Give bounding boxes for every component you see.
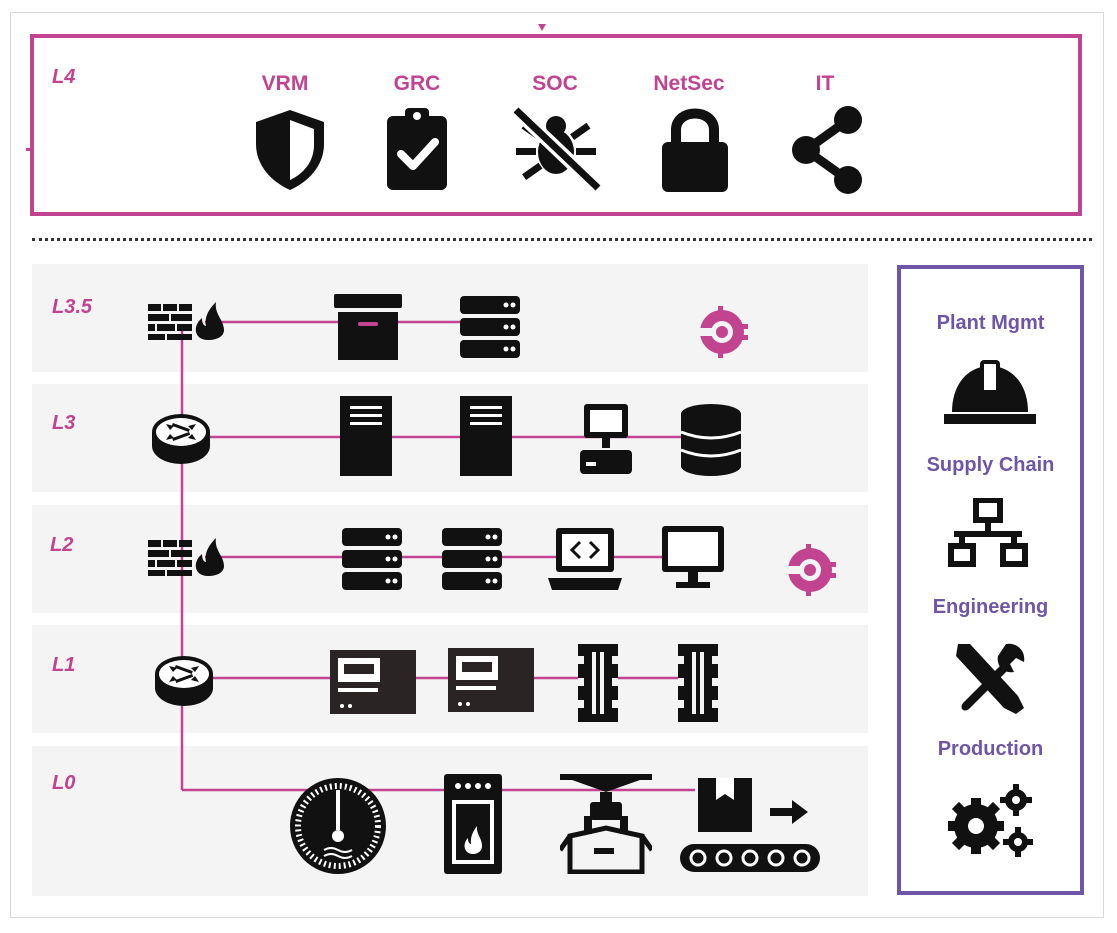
archive-icon (334, 294, 402, 360)
l4-title-grc: GRC (393, 72, 441, 95)
l4-title-soc: SOC (532, 72, 578, 95)
tools-icon (956, 643, 1025, 714)
database-icon (680, 404, 742, 476)
bug-crossed-icon (511, 106, 603, 192)
sidebar-title-plant-mgmt: Plant Mgmt (936, 312, 1045, 334)
clipboard-check-icon (387, 108, 447, 190)
hard-hat-icon (944, 360, 1036, 424)
share-icon (792, 106, 862, 194)
router-icon (152, 414, 210, 464)
firewall-icon (148, 302, 224, 340)
l4-title-it: IT (815, 72, 835, 95)
padlock-icon (662, 108, 728, 192)
separator-dotted-line (32, 238, 1092, 241)
monitor-icon (662, 526, 724, 588)
workstation-icon (580, 404, 632, 474)
level-label-l1: L1 (52, 654, 76, 676)
io-module-icon (678, 644, 718, 722)
diagram-frame (10, 12, 1104, 918)
server-rack-icon (442, 528, 502, 590)
plc-icon (330, 650, 416, 714)
server-tower-icon (340, 396, 392, 476)
server-rack-icon (342, 528, 402, 590)
robot-arm-icon (560, 774, 652, 874)
gears-icon (948, 784, 1033, 857)
shield-icon (256, 110, 324, 190)
network-tree-icon (948, 498, 1028, 567)
level-label-l3: L3 (52, 412, 76, 434)
defender-logo-icon (788, 544, 836, 596)
l4-box (30, 34, 1082, 216)
plc-icon (448, 648, 534, 712)
gauge-icon (290, 778, 386, 874)
conveyor-icon (680, 778, 820, 872)
defender-logo-icon (700, 306, 748, 358)
l4-title-vrm: VRM (261, 72, 309, 95)
level-label-l35: L3.5 (52, 296, 93, 318)
sidebar-title-production: Production (937, 738, 1044, 760)
sidebar-title-supply-chain: Supply Chain (926, 454, 1055, 476)
laptop-code-icon (548, 528, 622, 590)
server-rack-icon (460, 296, 520, 358)
sidebar-title-engineering: Engineering (932, 596, 1049, 618)
level-label-l4: L4 (52, 66, 76, 88)
server-tower-icon (460, 396, 512, 476)
router-icon (155, 656, 213, 706)
furnace-icon (444, 774, 502, 874)
io-module-icon (578, 644, 618, 722)
left-tick-marker (26, 148, 34, 151)
l4-title-netsec: NetSec (653, 72, 725, 95)
level-label-l2: L2 (50, 534, 74, 556)
firewall-icon (148, 538, 224, 576)
level-label-l0: L0 (52, 772, 76, 794)
top-arrow-marker (538, 24, 546, 31)
sidebar-panel (897, 265, 1084, 895)
